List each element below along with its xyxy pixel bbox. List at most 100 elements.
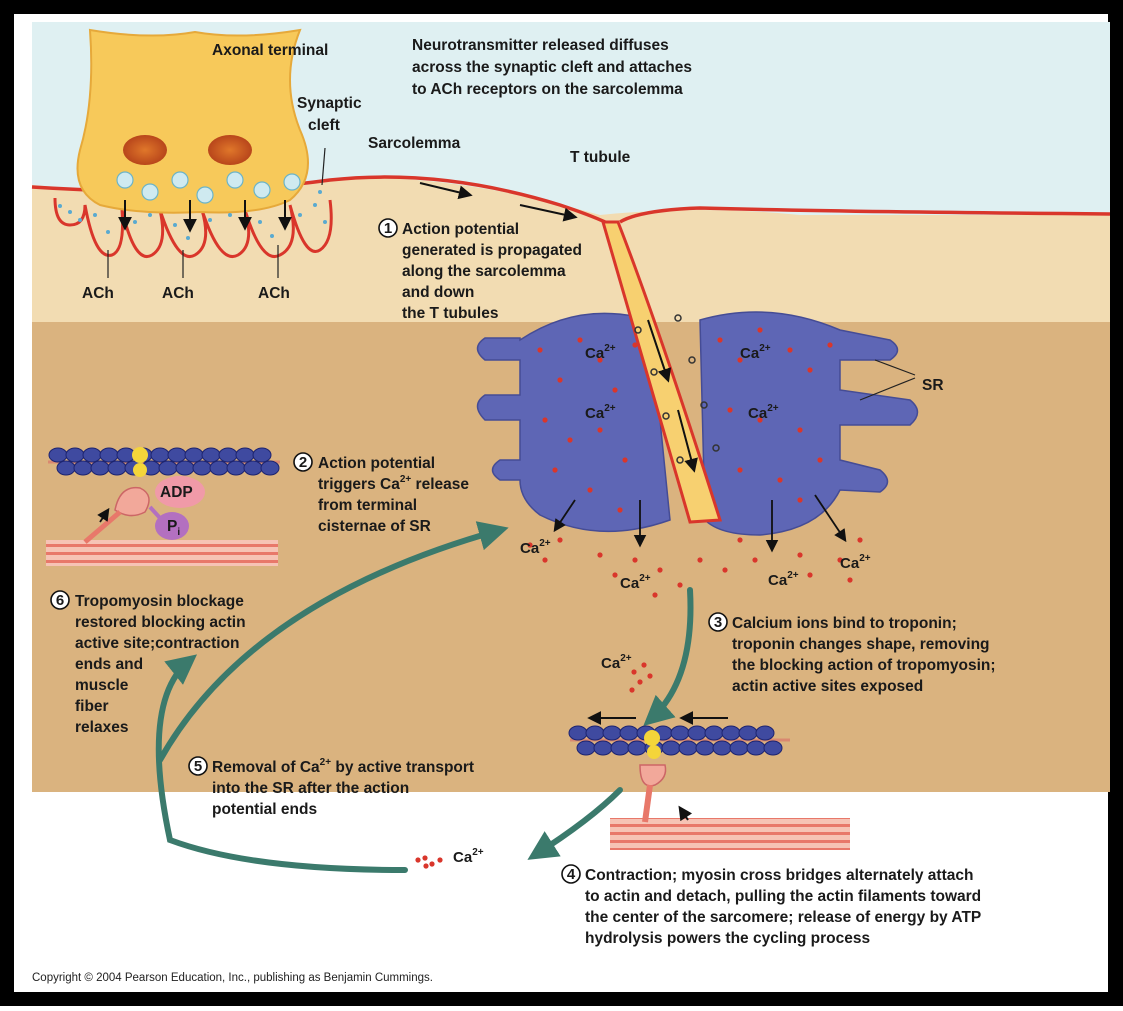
calcium-ion [752, 557, 757, 562]
label-axonal-terminal: Axonal terminal [212, 42, 328, 59]
step-number: 6 [56, 592, 64, 609]
intro-line-2: across the synaptic cleft and attaches [412, 59, 692, 76]
step-line: to actin and detach, pulling the actin f… [585, 888, 981, 905]
step-line: Action potential [318, 455, 435, 472]
calcium-ion [597, 552, 602, 557]
actin-bead [747, 741, 765, 755]
calcium-ion [797, 497, 802, 502]
actin-bead [193, 461, 211, 475]
intro-line-3: to ACh receptors on the sarcolemma [412, 81, 683, 98]
calcium-ion [617, 507, 622, 512]
calcium-ion [807, 367, 812, 372]
calcium-ion [641, 662, 646, 667]
actin-bead [176, 461, 194, 475]
calcium-ion [437, 857, 442, 862]
actin-bead [671, 726, 689, 740]
step-line: Tropomyosin blockage [75, 593, 244, 610]
actin-bead [151, 448, 169, 462]
step-number: 3 [714, 614, 722, 631]
actin-bead [603, 726, 621, 740]
label-t-tubule: T tubule [570, 149, 631, 166]
calcium-ion [797, 552, 802, 557]
actin-bead [739, 726, 757, 740]
step-line: from terminal [318, 497, 417, 514]
actin-bead [620, 726, 638, 740]
label-sr: SR [922, 377, 944, 394]
actin-bead [764, 741, 782, 755]
actin-bead [705, 726, 723, 740]
calcium-ion [537, 347, 542, 352]
step-number: 5 [194, 758, 202, 775]
actin-bead [202, 448, 220, 462]
calcium-ion [629, 687, 634, 692]
calcium-ion [542, 417, 547, 422]
actin-bead [569, 726, 587, 740]
step-line: cisternae of SR [318, 518, 431, 535]
calcium-ion [631, 669, 636, 674]
step-line: the T tubules [402, 305, 498, 322]
actin-bead [100, 448, 118, 462]
actin-bead [210, 461, 228, 475]
actin-bead [49, 448, 67, 462]
step-line: restored blocking actin [75, 614, 246, 631]
calcium-ion [557, 537, 562, 542]
calcium-ion [429, 861, 434, 866]
step-line: Calcium ions bind to troponin; [732, 615, 957, 632]
step-line: fiber [75, 698, 109, 715]
calcium-ion [807, 572, 812, 577]
actin-bead [159, 461, 177, 475]
step-line: generated is propagated [402, 242, 582, 259]
calcium-ion [567, 437, 572, 442]
calcium-ion [647, 673, 652, 678]
actin-bead [722, 726, 740, 740]
actin-bead [261, 461, 279, 475]
calcium-ion [757, 327, 762, 332]
calcium-ion [817, 457, 822, 462]
calcium-ion [632, 557, 637, 562]
actin-bead [253, 448, 271, 462]
calcium-ion [697, 557, 702, 562]
step-line: Contraction; myosin cross bridges altern… [585, 867, 973, 884]
calcium-ion [797, 427, 802, 432]
step-line: active site;contraction [75, 635, 240, 652]
step-line: into the SR after the action [212, 780, 409, 797]
calcium-ion [652, 592, 657, 597]
step-number: 4 [567, 866, 576, 883]
mitochondrion-1 [123, 135, 167, 165]
actin-bead [66, 448, 84, 462]
actin-bead [108, 461, 126, 475]
calcium-ion [857, 537, 862, 542]
calcium-ion [612, 572, 617, 577]
calcium-ion [415, 857, 420, 862]
step-line: hydrolysis powers the cycling process [585, 930, 870, 947]
calcium-ion [597, 427, 602, 432]
step-line: muscle [75, 677, 129, 694]
actin-bead [594, 741, 612, 755]
actin-bead [662, 741, 680, 755]
label-synaptic-2: cleft [308, 117, 340, 134]
actin-bead [696, 741, 714, 755]
actin-bead [244, 461, 262, 475]
step-line: Action potential [402, 221, 519, 238]
calcium-ion [587, 487, 592, 492]
actin-bead [57, 461, 75, 475]
step-line: troponin changes shape, removing [732, 636, 990, 653]
calcium-ion [577, 337, 582, 342]
actin-bead [688, 726, 706, 740]
calcium-ion [777, 477, 782, 482]
calcium-ion [677, 582, 682, 587]
actin-bead [74, 461, 92, 475]
actin-bead [628, 741, 646, 755]
step-line: actin active sites exposed [732, 678, 923, 695]
actin-bead [219, 448, 237, 462]
calcium-ion [542, 557, 547, 562]
label-ach-2: ACh [162, 285, 194, 302]
calcium-ion [827, 342, 832, 347]
calcium-ion [727, 407, 732, 412]
copyright-text: Copyright © 2004 Pearson Education, Inc.… [32, 972, 433, 984]
step-line: Removal of Ca2+ by active transport [212, 757, 474, 776]
actin-bead [679, 741, 697, 755]
calcium-ion [787, 347, 792, 352]
calcium-ion [622, 457, 627, 462]
